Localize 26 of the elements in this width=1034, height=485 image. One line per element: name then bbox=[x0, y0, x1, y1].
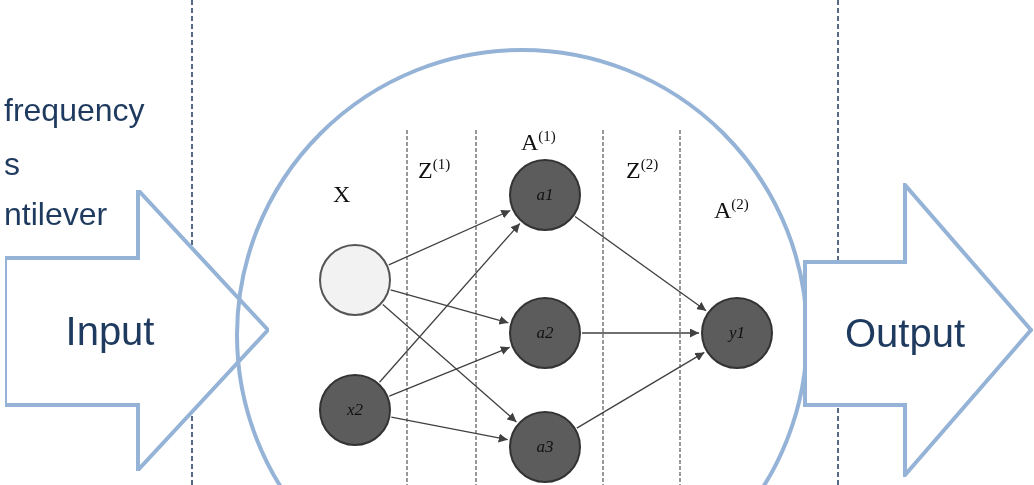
arrow-label: Output bbox=[843, 310, 967, 357]
input-block-arrow bbox=[5, 190, 269, 471]
arrow bbox=[581, 328, 700, 338]
arrow bbox=[576, 351, 705, 429]
side-text: ntilever bbox=[4, 196, 108, 232]
neuron-circle: x2 bbox=[319, 374, 391, 446]
neuron-circle: a3 bbox=[509, 411, 581, 483]
neuron-circle: y1 bbox=[701, 297, 773, 369]
arrow bbox=[390, 289, 510, 325]
neuron-circle: a2 bbox=[509, 297, 581, 369]
arrow bbox=[388, 209, 511, 266]
layer-label: Z$^{(1)}$ bbox=[418, 155, 451, 184]
layer-label: A$^{(1)}$ bbox=[521, 127, 556, 156]
arrow bbox=[388, 346, 511, 397]
arrow-label: Input bbox=[64, 308, 156, 355]
layer-label: A$^{(2)}$ bbox=[714, 195, 749, 224]
arrow bbox=[390, 416, 509, 443]
side-text: s bbox=[4, 146, 20, 182]
side-text: frequency bbox=[4, 92, 145, 128]
arrow bbox=[378, 222, 521, 383]
neuron-circle: a1 bbox=[509, 159, 581, 231]
layer-label: Z$^{(2)}$ bbox=[626, 155, 659, 184]
arrow bbox=[574, 215, 707, 312]
arrow bbox=[382, 303, 518, 423]
output-block-arrow bbox=[803, 183, 1033, 477]
layer-label: X bbox=[333, 180, 351, 208]
